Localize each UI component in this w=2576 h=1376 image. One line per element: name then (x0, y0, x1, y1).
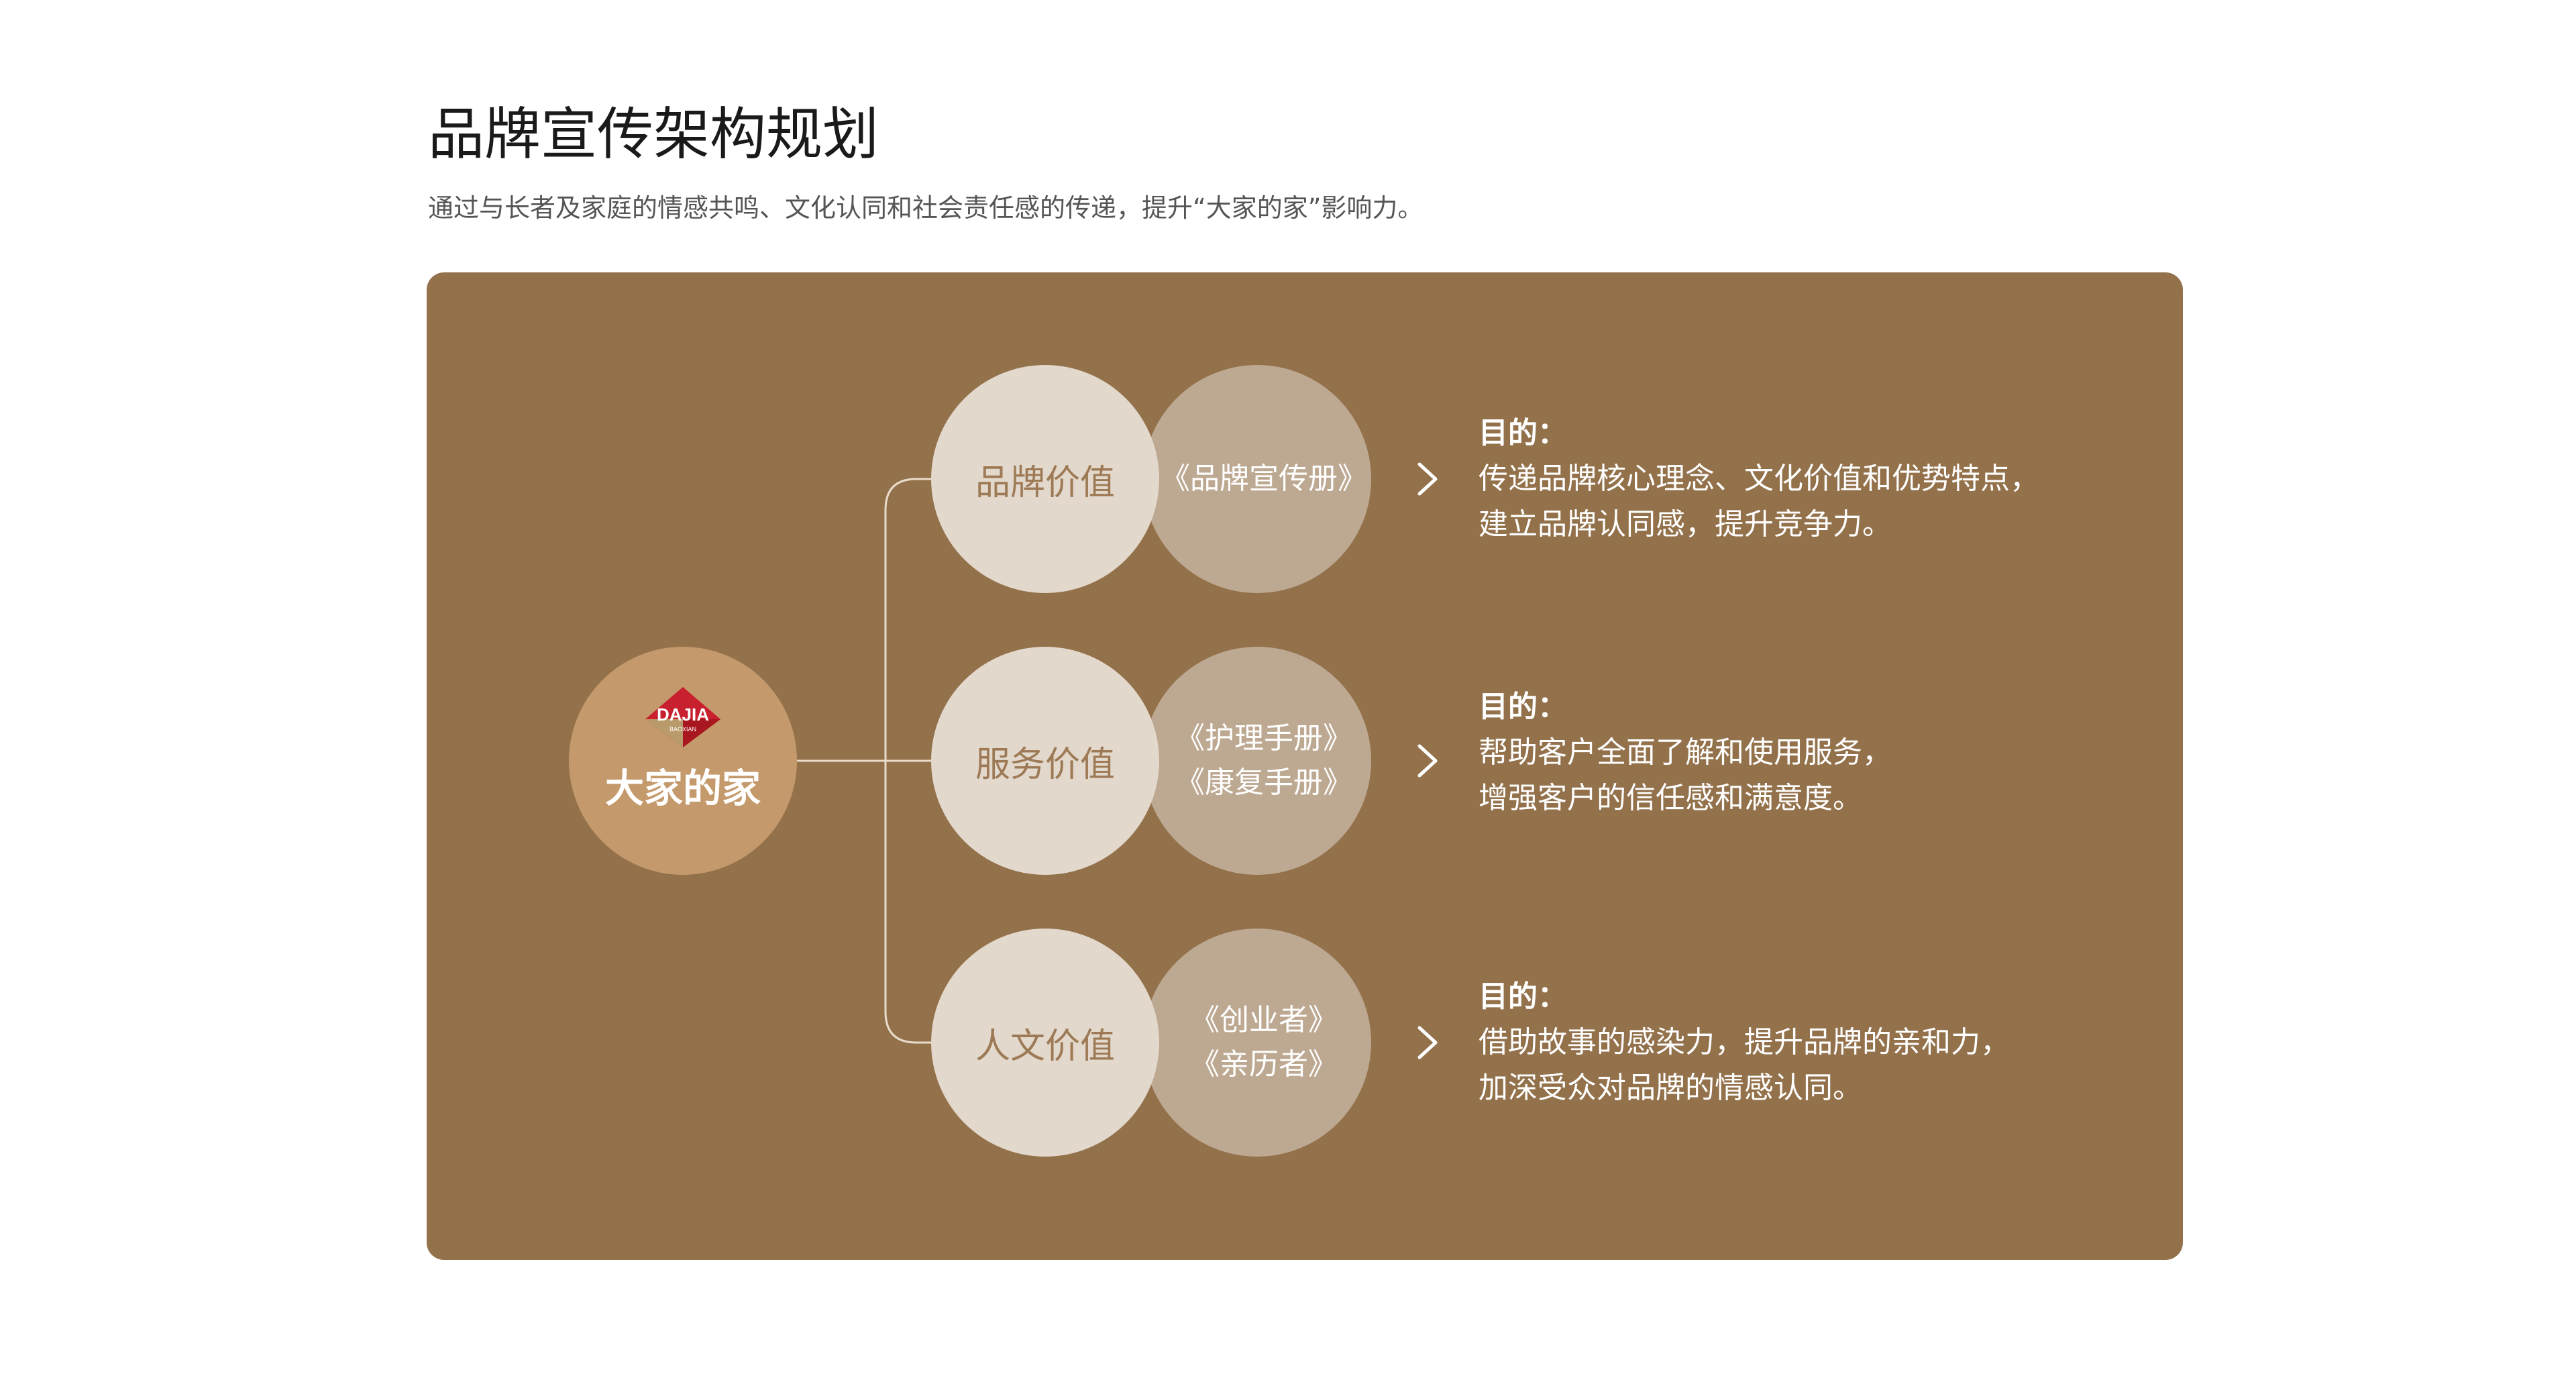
hub-circle: DAJIA BAOXIAN 大家的家 (569, 647, 797, 875)
booklet-list: 《护理手册》 《康复手册》 (1157, 647, 1371, 875)
booklet-title: 《品牌宣传册》 (1161, 462, 1367, 496)
booklet-title: 《亲历者》 (1190, 1047, 1338, 1081)
purpose-heading: 目的： (1479, 416, 1567, 450)
booklet-list: 《品牌宣传册》 (1157, 365, 1371, 593)
booklet-circle-humanity: 《创业者》 《亲历者》 (1143, 929, 1371, 1157)
chevron-right-icon (1417, 462, 1438, 496)
value-circle-brand: 品牌价值 (931, 365, 1159, 593)
booklet-circle-service: 《护理手册》 《康复手册》 (1143, 647, 1371, 875)
purpose-heading: 目的： (1479, 980, 1567, 1014)
purpose-block-humanity: 目的： 借助故事的感染力，提升品牌的亲和力， 加深受众对品牌的情感认同。 (1479, 974, 2149, 1111)
purpose-line: 帮助客户全面了解和使用服务， (1479, 735, 1892, 770)
value-label: 服务价值 (975, 744, 1115, 785)
purpose-block-brand: 目的： 传递品牌核心理念、文化价值和优势特点， 建立品牌认同感，提升竞争力。 (1479, 411, 2149, 547)
value-circle-service: 服务价值 (931, 647, 1159, 875)
chevron-right-icon (1417, 1026, 1438, 1059)
booklet-circle-brand: 《品牌宣传册》 (1143, 365, 1371, 593)
purpose-line: 加深受众对品牌的情感认同。 (1479, 1071, 1862, 1105)
chevron-right-icon (1417, 744, 1438, 778)
svg-text:DAJIA: DAJIA (657, 704, 709, 725)
booklet-title: 《护理手册》 (1175, 721, 1352, 755)
value-circle-humanity: 人文价值 (931, 929, 1159, 1157)
hub-label: 大家的家 (604, 765, 761, 811)
booklet-list: 《创业者》 《亲历者》 (1157, 929, 1371, 1157)
purpose-block-service: 目的： 帮助客户全面了解和使用服务， 增强客户的信任感和满意度。 (1479, 684, 2149, 821)
value-label: 品牌价值 (975, 462, 1115, 503)
page-subtitle: 通过与长者及家庭的情感共鸣、文化认同和社会责任感的传递，提升“大家的家”影响力。 (428, 193, 1424, 223)
booklet-title: 《创业者》 (1190, 1003, 1338, 1037)
purpose-line: 建立品牌认同感，提升竞争力。 (1479, 507, 1892, 541)
value-label: 人文价值 (975, 1026, 1115, 1067)
purpose-line: 增强客户的信任感和满意度。 (1479, 781, 1862, 815)
purpose-line: 传递品牌核心理念、文化价值和优势特点， (1479, 462, 2039, 496)
booklet-title: 《康复手册》 (1175, 765, 1352, 800)
purpose-heading: 目的： (1479, 690, 1567, 724)
page-title: 品牌宣传架构规划 (428, 101, 879, 167)
dajia-logo-icon: DAJIA BAOXIAN (645, 687, 720, 747)
purpose-line: 借助故事的感染力，提升品牌的亲和力， (1479, 1025, 2010, 1059)
svg-text:BAOXIAN: BAOXIAN (669, 726, 696, 733)
